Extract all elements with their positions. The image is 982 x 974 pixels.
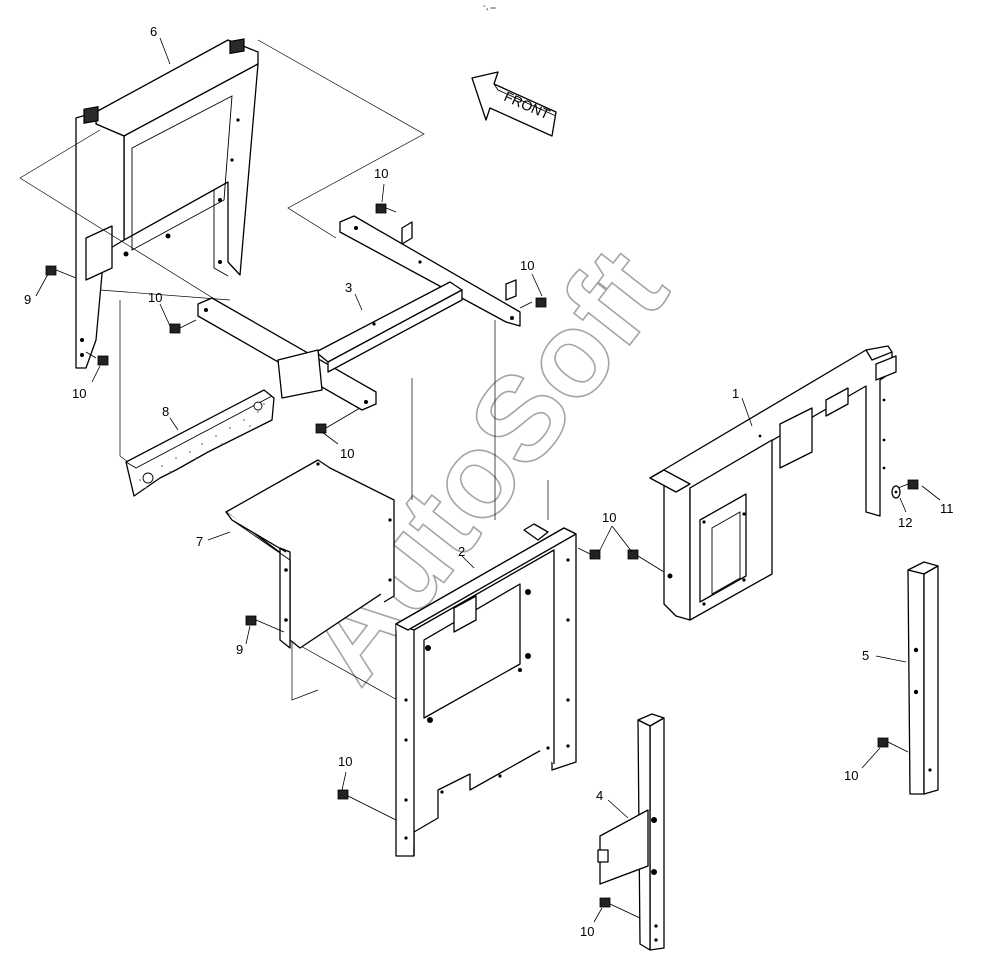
- bolt-9-top-frame: [45, 265, 77, 279]
- callout-10-left-beam: 10: [148, 290, 162, 305]
- bolt-10-rear-pair-b: [627, 549, 665, 573]
- callout-9-side: 9: [236, 642, 243, 657]
- bolt-10-top-frame: [85, 351, 109, 366]
- callout-10-right-beam: 10: [520, 258, 534, 273]
- callout-2: 2: [458, 544, 465, 559]
- part-2-front-panel: [395, 523, 577, 857]
- bolt-10-rear-pair-a: [577, 547, 601, 560]
- part-7-side-panel: [225, 459, 395, 649]
- callout-10-top-frame: 10: [72, 386, 86, 401]
- bolt-10-under-beam: [315, 407, 361, 434]
- callout-labels: 6 3 8 7 2 1 4 5 11 12 9 9 10 10 10 10 10…: [24, 24, 954, 939]
- callout-1: 1: [732, 386, 739, 401]
- bolt-10-vertical-post: [877, 737, 909, 753]
- bolt-9-side-panel: [245, 615, 285, 633]
- header-mark: °₄ ═: [483, 4, 496, 12]
- part-3-cross-frame: [197, 215, 521, 411]
- bolt-10-right-beam: [519, 297, 547, 309]
- callout-7: 7: [196, 534, 203, 549]
- part-1-rear-frame: [649, 345, 897, 621]
- callout-8: 8: [162, 404, 169, 419]
- callout-9-top: 9: [24, 292, 31, 307]
- callout-3: 3: [345, 280, 352, 295]
- bolt-11: [897, 479, 919, 490]
- bolt-10-left-beam: [169, 319, 197, 334]
- bolt-10-front-panel: [337, 789, 397, 821]
- callout-4: 4: [596, 788, 603, 803]
- callout-10-rear-pair: 10: [602, 510, 616, 525]
- front-arrow: FRONT: [471, 71, 557, 137]
- bolt-10-bracket-post: [599, 897, 641, 919]
- part-8-perforated-bracket: [125, 389, 275, 497]
- callout-11: 11: [940, 501, 954, 516]
- callout-10-front-panel: 10: [338, 754, 352, 769]
- callout-12: 12: [898, 515, 912, 530]
- part-4-bracket-post: [597, 713, 665, 951]
- leader-lines: [35, 37, 941, 923]
- bolt-10-top: [375, 203, 397, 214]
- callout-10-bracket-post: 10: [580, 924, 594, 939]
- callout-6: 6: [150, 24, 157, 39]
- callout-10-top: 10: [374, 166, 388, 181]
- callout-10-under-beam: 10: [340, 446, 354, 461]
- fasteners: [45, 203, 919, 919]
- callout-5: 5: [862, 648, 869, 663]
- callout-10-vertical-post: 10: [844, 768, 858, 783]
- washer-12: [891, 485, 901, 499]
- part-5-vertical-post: [907, 561, 939, 795]
